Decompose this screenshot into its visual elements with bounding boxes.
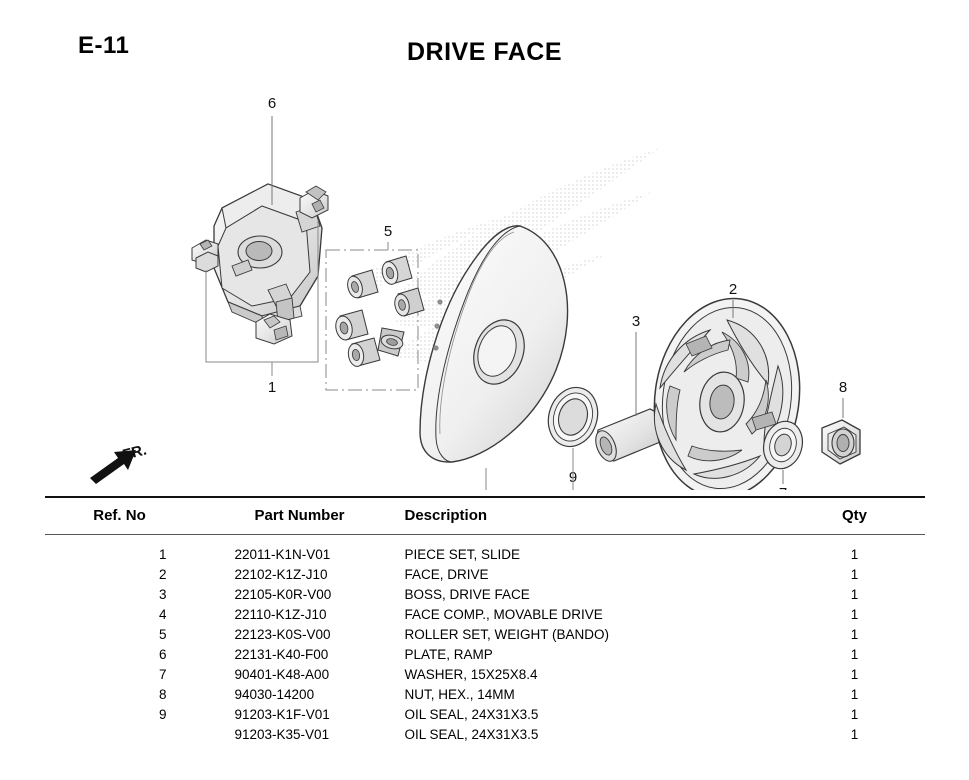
cell-description: FACE, DRIVE (404, 566, 489, 582)
cell-ref-no: 7 (158, 666, 167, 682)
part-ramp-plate (213, 183, 323, 327)
cell-ref-no: 3 (158, 586, 167, 602)
table-row[interactable]: 91203-K35-V01 OIL SEAL, 24X31X3.5 1 (45, 724, 925, 744)
cell-description: OIL SEAL, 24X31X3.5 (404, 706, 539, 722)
cell-qty: 1 (850, 706, 859, 722)
part-washer (762, 420, 804, 470)
cell-ref-no: 2 (158, 566, 167, 582)
table-row[interactable]: 2 22102-K1Z-J10 FACE, DRIVE 1 (45, 564, 925, 584)
cell-ref-no: 1 (158, 546, 167, 562)
callout-label-3: 3 (632, 313, 640, 330)
table-header-rule (44, 534, 925, 535)
callout-label-7: 7 (779, 485, 787, 490)
callout-label-8: 8 (839, 379, 847, 396)
exploded-parts-diagram: 6 1 (0, 80, 969, 490)
part-movable-drive-face (419, 225, 569, 463)
cell-ref-no: 6 (158, 646, 167, 662)
cell-ref-no: 9 (158, 706, 167, 722)
front-arrow-icon (90, 450, 136, 484)
parts-table: Ref. No Part Number Description Qty (45, 498, 925, 534)
cell-qty: 1 (850, 726, 859, 742)
cell-ref-no (45, 724, 195, 744)
table-row[interactable]: 8 94030-14200 NUT, HEX., 14MM 1 (45, 684, 925, 704)
table-header-row: Ref. No Part Number Description Qty (45, 498, 925, 534)
cell-qty: 1 (850, 626, 859, 642)
cell-part-number: 22102-K1Z-J10 (234, 566, 328, 582)
cell-part-number: 22011-K1N-V01 (234, 546, 331, 562)
column-header-part-number: Part Number (254, 507, 345, 524)
part-boss-drive-face (595, 408, 667, 462)
table-row[interactable]: 1 22011-K1N-V01 PIECE SET, SLIDE 1 (45, 544, 925, 564)
table-row[interactable]: 9 91203-K1F-V01 OIL SEAL, 24X31X3.5 1 (45, 704, 925, 724)
cell-part-number: 91203-K1F-V01 (234, 706, 330, 722)
table-spacer (45, 535, 925, 544)
column-header-qty: Qty (841, 507, 867, 524)
table-row[interactable]: 6 22131-K40-F00 PLATE, RAMP 1 (45, 644, 925, 664)
cell-qty: 1 (850, 566, 859, 582)
table-top-rule (44, 496, 925, 498)
callout-label-1: 1 (268, 379, 276, 396)
page-title: DRIVE FACE (406, 38, 563, 66)
page-header: E-11 DRIVE FACE (0, 0, 969, 90)
part-slide-pieces (191, 185, 329, 376)
cell-ref-no: 4 (158, 606, 167, 622)
table-row[interactable]: 7 90401-K48-A00 WASHER, 15X25X8.4 1 (45, 664, 925, 684)
parts-table-section: Ref. No Part Number Description Qty 1 22… (0, 496, 969, 744)
cell-description: NUT, HEX., 14MM (404, 686, 515, 702)
cell-description: BOSS, DRIVE FACE (404, 586, 530, 602)
leader-bracket-1 (205, 220, 319, 363)
callout-label-5: 5 (384, 223, 392, 240)
column-header-ref-no: Ref. No (93, 507, 146, 524)
cell-qty: 1 (850, 606, 859, 622)
parts-table-body: 1 22011-K1N-V01 PIECE SET, SLIDE 1 2 221… (45, 535, 925, 744)
table-row[interactable]: 3 22105-K0R-V00 BOSS, DRIVE FACE 1 (45, 584, 925, 604)
cell-ref-no: 5 (158, 626, 167, 642)
cell-description: ROLLER SET, WEIGHT (BANDO) (404, 626, 610, 642)
section-code: E-11 (78, 32, 130, 59)
cell-qty: 1 (850, 646, 859, 662)
cell-description: WASHER, 15X25X8.4 (404, 666, 538, 682)
cell-qty: 1 (850, 586, 859, 602)
table-row[interactable]: 4 22110-K1Z-J10 FACE COMP., MOVABLE DRIV… (45, 604, 925, 624)
cell-part-number: 22110-K1Z-J10 (234, 606, 327, 622)
cell-part-number: 22105-K0R-V00 (234, 586, 332, 602)
leader-bracket-4 (485, 468, 574, 490)
cell-description: FACE COMP., MOVABLE DRIVE (404, 606, 603, 622)
cell-part-number: 90401-K48-A00 (234, 666, 330, 682)
cell-description: OIL SEAL, 24X31X3.5 (404, 726, 539, 742)
part-roller-set (325, 242, 425, 391)
diagram-svg: 6 1 (191, 95, 861, 490)
table-row[interactable]: 5 22123-K0S-V00 ROLLER SET, WEIGHT (BAND… (45, 624, 925, 644)
cell-qty: 1 (850, 666, 859, 682)
roller-set-boundary (325, 249, 419, 391)
cell-part-number: 94030-14200 (234, 686, 315, 702)
cell-part-number: 22131-K40-F00 (234, 646, 329, 662)
part-hex-nut (821, 419, 861, 465)
callout-label-6: 6 (268, 95, 276, 112)
cell-ref-no: 8 (158, 686, 167, 702)
cell-description: PIECE SET, SLIDE (404, 546, 521, 562)
orientation-marker: FR. (78, 438, 188, 490)
part-oil-seal (547, 386, 599, 448)
cell-part-number: 91203-K35-V01 (234, 726, 330, 742)
cell-qty: 1 (850, 546, 859, 562)
cell-qty: 1 (850, 686, 859, 702)
cell-part-number: 22123-K0S-V00 (234, 626, 331, 642)
callout-label-2: 2 (729, 281, 737, 298)
column-header-description: Description (404, 507, 488, 524)
cell-description: PLATE, RAMP (404, 646, 493, 662)
front-arrow-label: FR. (121, 442, 149, 464)
